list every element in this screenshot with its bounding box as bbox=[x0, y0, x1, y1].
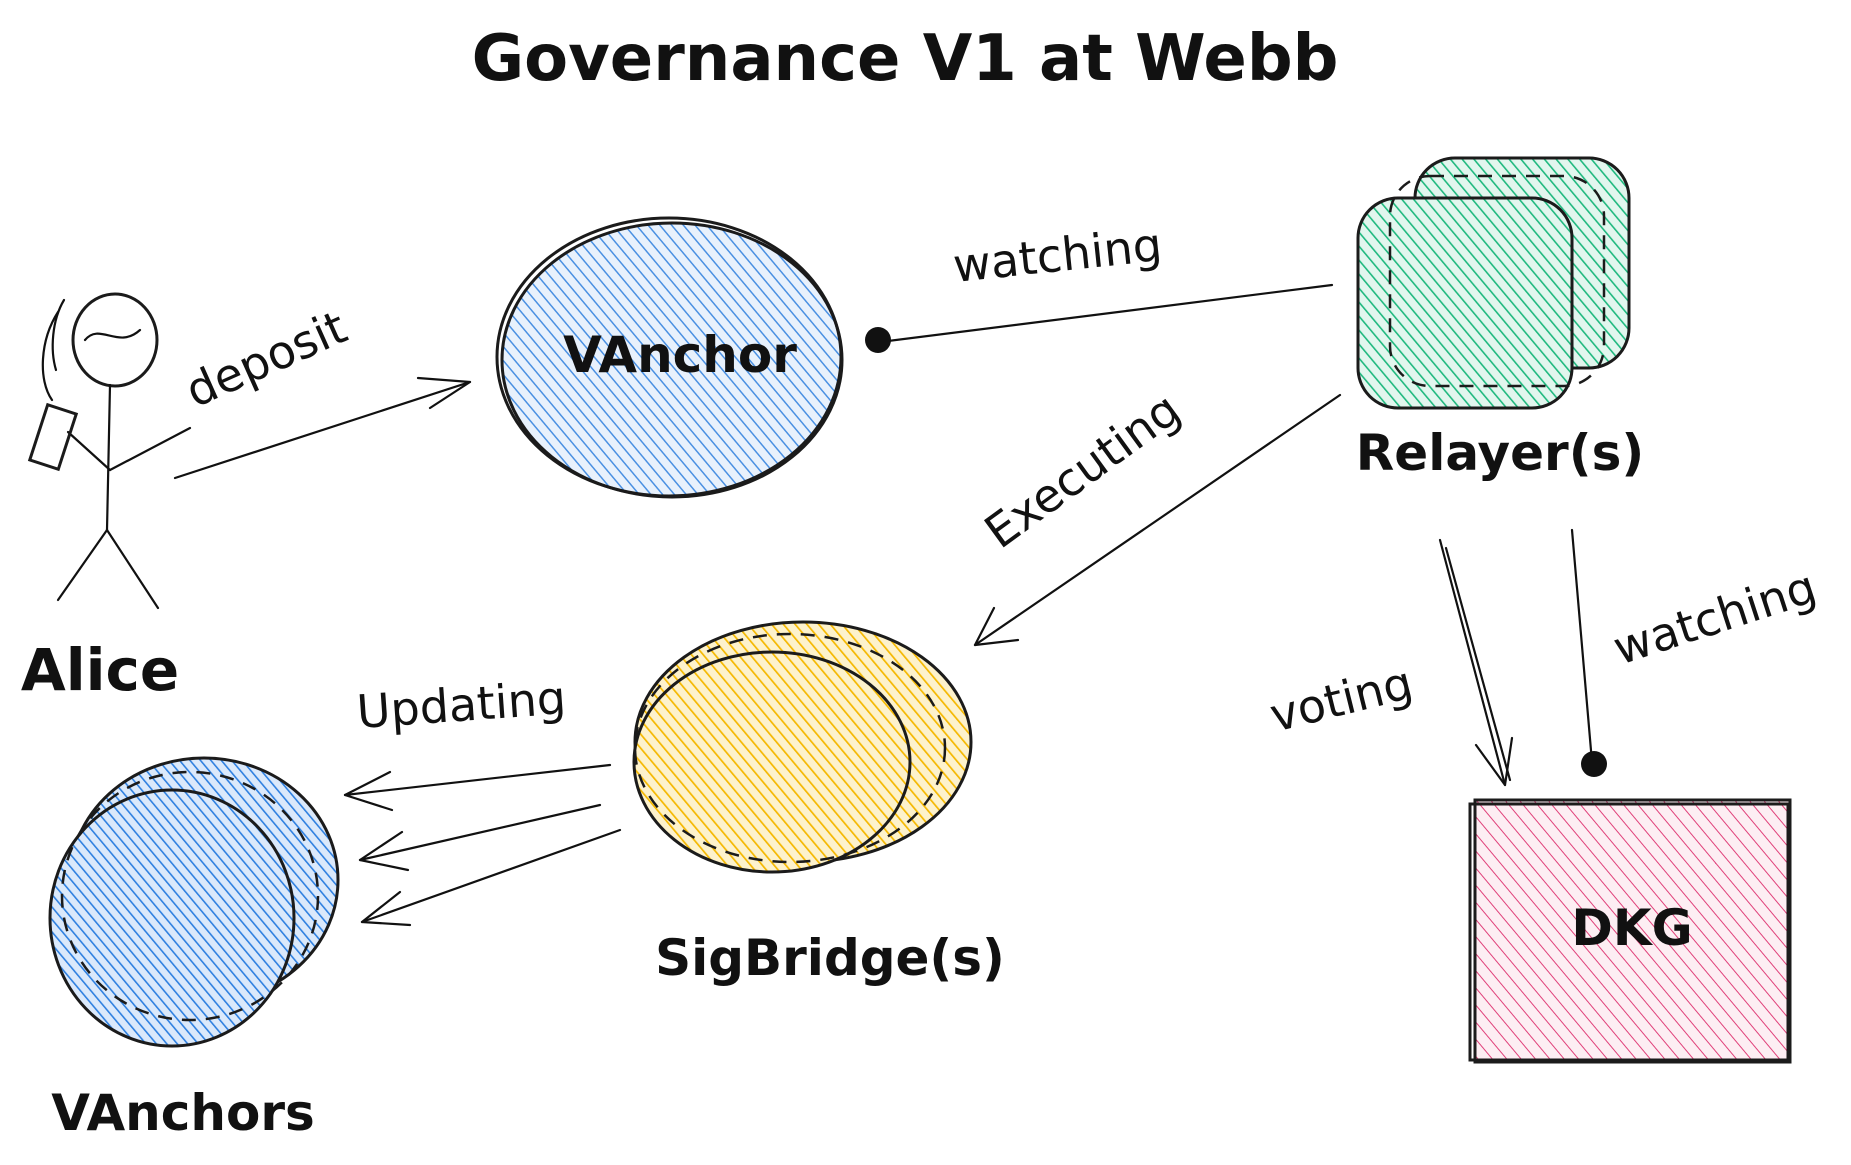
node-label-relayers: Relayer(s) bbox=[1356, 424, 1644, 482]
edge-watching-vanchor: watching bbox=[865, 217, 1334, 353]
edge-label-updating: Updating bbox=[355, 670, 568, 738]
person-icon bbox=[27, 292, 192, 610]
edge-label-voting: voting bbox=[1265, 655, 1418, 742]
node-relayers: Relayer(s) bbox=[1356, 156, 1644, 482]
node-label-vanchors: VAnchors bbox=[51, 1084, 315, 1142]
alice-figure: Alice bbox=[21, 292, 192, 704]
diagram-title: Governance V1 at Webb bbox=[472, 22, 1339, 96]
node-vanchors: VAnchors bbox=[48, 756, 340, 1142]
edge-deposit: deposit bbox=[173, 300, 472, 480]
edge-label-executing: Executing bbox=[975, 382, 1190, 559]
edge-label-watching-vanchor: watching bbox=[951, 217, 1165, 293]
node-sigbridge: SigBridge(s) bbox=[632, 620, 1005, 987]
node-dkg: DKG bbox=[1468, 798, 1792, 1064]
node-vanchor: VAnchor bbox=[495, 216, 844, 499]
edge-label-deposit: deposit bbox=[178, 300, 355, 418]
edge-dot-watching-dkg bbox=[1581, 751, 1607, 777]
node-label-sigbridge: SigBridge(s) bbox=[655, 929, 1005, 987]
edge-label-watching-dkg: watching bbox=[1607, 559, 1823, 675]
node-label-dkg: DKG bbox=[1571, 899, 1692, 957]
node-label-vanchor: VAnchor bbox=[563, 326, 797, 384]
edge-voting: voting bbox=[1265, 538, 1514, 787]
edge-dot-watching-vanchor bbox=[865, 327, 891, 353]
edge-updating: Updating bbox=[343, 670, 622, 927]
edge-executing: Executing bbox=[973, 382, 1342, 647]
alice-label: Alice bbox=[21, 636, 179, 704]
edge-watching-dkg: watching bbox=[1570, 528, 1823, 777]
